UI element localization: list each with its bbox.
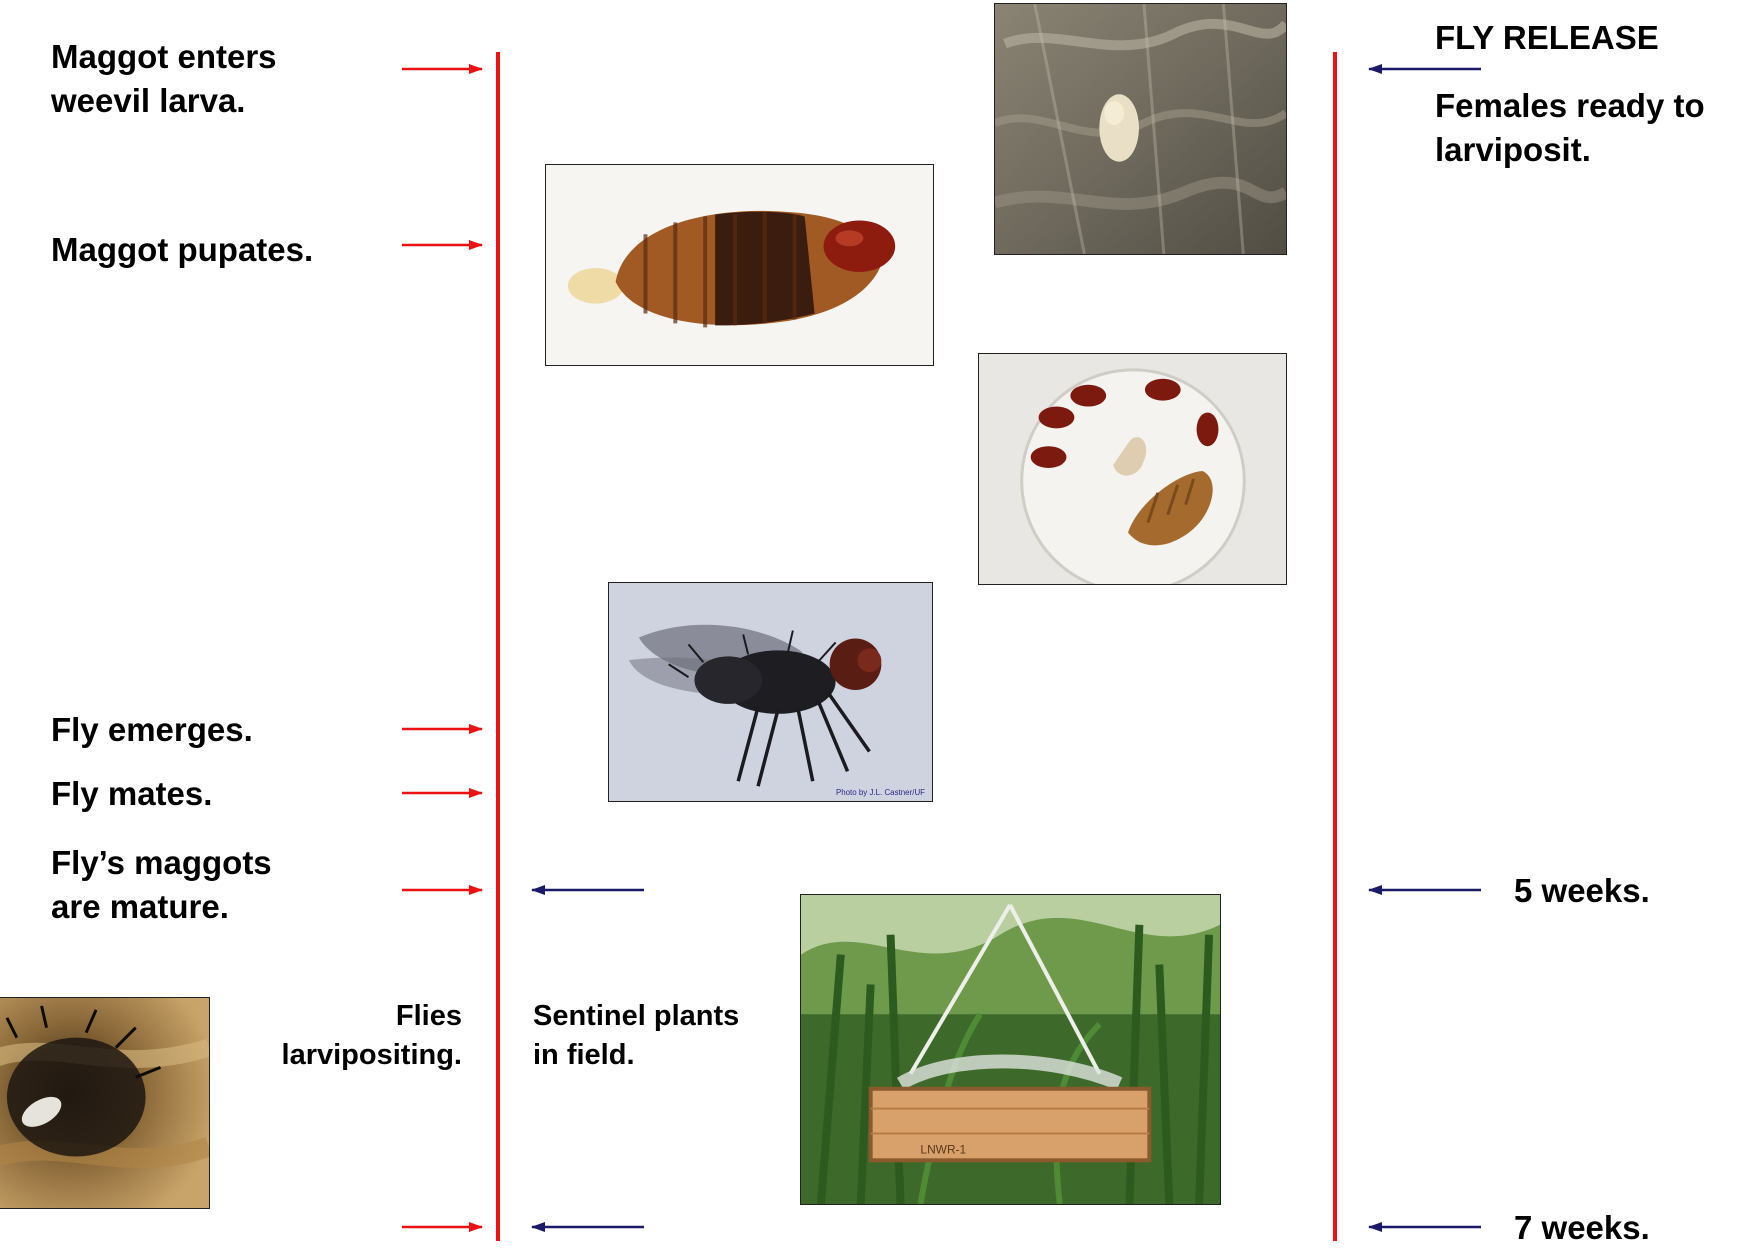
label-sentinel-plants: Sentinel plants in field. xyxy=(533,997,739,1075)
photo-sentinel-box: LNWR-1 xyxy=(800,894,1221,1205)
label-maggots-mature: Fly’s maggots are mature. xyxy=(51,841,272,929)
label-fly-emerges: Fly emerges. xyxy=(51,708,253,752)
label-flies-larvipositing: Flies larvipositing. xyxy=(240,997,462,1075)
label-seven-weeks: 7 weeks. xyxy=(1514,1206,1650,1250)
label-maggot-pupates: Maggot pupates. xyxy=(51,228,313,272)
label-females-ready: Females ready to larviposit. xyxy=(1435,84,1705,172)
photo-pupa xyxy=(545,164,934,366)
photo-fly-larvipositing xyxy=(0,997,210,1209)
label-five-weeks: 5 weeks. xyxy=(1514,869,1650,913)
label-fly-mates: Fly mates. xyxy=(51,772,212,816)
label-maggot-enters: Maggot enters weevil larva. xyxy=(51,35,277,123)
photo-maggot-in-larva xyxy=(994,3,1287,255)
photo-credit: Photo by J.L. Castner/UF xyxy=(836,788,925,797)
label-fly-release: FLY RELEASE xyxy=(1435,16,1659,60)
photo-pupae-dish xyxy=(978,353,1287,585)
photo-adult-fly: Photo by J.L. Castner/UF xyxy=(608,582,933,802)
box-tag: LNWR-1 xyxy=(920,1142,966,1156)
